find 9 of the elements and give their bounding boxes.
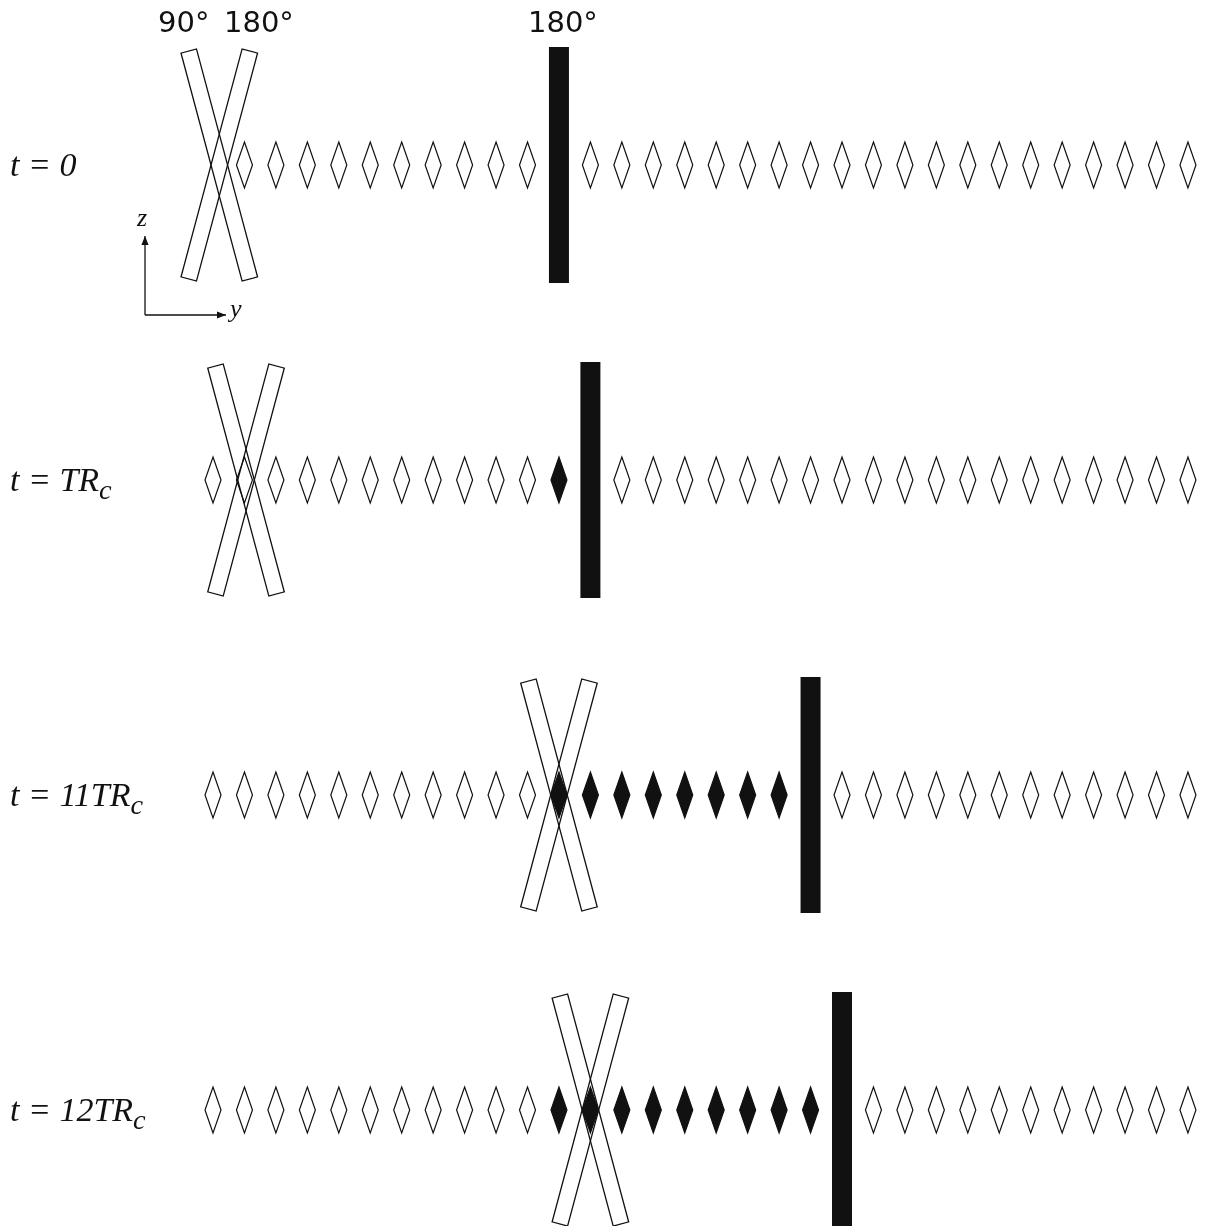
angle-label: 180° [224,8,294,37]
time-label: t = 11TR$_{c}$ [10,778,144,820]
angle-label: 180° [528,8,598,37]
time-label: t = TR$_{c}$ [10,463,112,505]
time-label: t = 12TR$_{c}$ [10,1093,146,1135]
axis-label: y [230,296,242,322]
axis-label: z [137,205,148,231]
time-label: t = 0 [10,148,77,182]
angle-label: 90° [158,8,210,37]
